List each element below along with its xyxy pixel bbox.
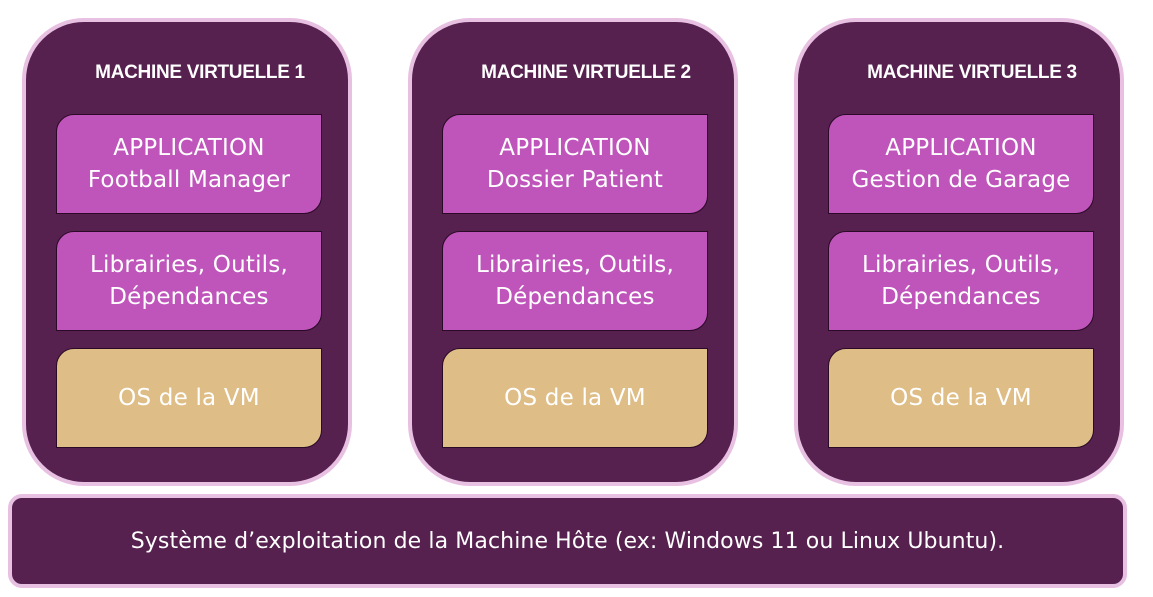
- host-os-layer: Système d’exploitation de la Machine Hôt…: [8, 494, 1127, 588]
- libraries-label-line1: Librairies, Outils,: [90, 252, 288, 278]
- vm-title: MACHINE VIRTUELLE 1: [95, 62, 305, 83]
- host-os-label: Système d’exploitation de la Machine Hôt…: [130, 528, 1005, 554]
- application-layer: APPLICATION Gestion de Garage: [828, 114, 1094, 214]
- vm-title: MACHINE VIRTUELLE 2: [481, 62, 691, 83]
- application-label: APPLICATION: [499, 135, 651, 161]
- vm-os-layer: OS de la VM: [56, 348, 322, 448]
- application-layer: APPLICATION Dossier Patient: [442, 114, 708, 214]
- application-name: Dossier Patient: [486, 167, 664, 193]
- libraries-label-line2: Dépendances: [109, 284, 269, 310]
- application-layer: APPLICATION Football Manager: [56, 114, 322, 214]
- virtual-machine-3: MACHINE VIRTUELLE 3 APPLICATION Gestion …: [794, 18, 1124, 486]
- libraries-layer: Librairies, Outils, Dépendances: [828, 231, 1094, 331]
- virtual-machine-2: MACHINE VIRTUELLE 2 APPLICATION Dossier …: [408, 18, 738, 486]
- application-name: Football Manager: [87, 167, 291, 193]
- application-label: APPLICATION: [885, 135, 1037, 161]
- vm-os-layer: OS de la VM: [828, 348, 1094, 448]
- libraries-label-line2: Dépendances: [495, 284, 655, 310]
- vm-os-label: OS de la VM: [504, 385, 646, 411]
- vm-title: MACHINE VIRTUELLE 3: [867, 62, 1077, 83]
- virtual-machine-1: MACHINE VIRTUELLE 1 APPLICATION Football…: [22, 18, 352, 486]
- application-name: Gestion de Garage: [851, 167, 1071, 193]
- libraries-label-line2: Dépendances: [881, 284, 1041, 310]
- vm-os-layer: OS de la VM: [442, 348, 708, 448]
- libraries-layer: Librairies, Outils, Dépendances: [56, 231, 322, 331]
- libraries-label-line1: Librairies, Outils,: [476, 252, 674, 278]
- vm-os-label: OS de la VM: [118, 385, 260, 411]
- vm-os-label: OS de la VM: [890, 385, 1032, 411]
- libraries-layer: Librairies, Outils, Dépendances: [442, 231, 708, 331]
- application-label: APPLICATION: [113, 135, 265, 161]
- libraries-label-line1: Librairies, Outils,: [862, 252, 1060, 278]
